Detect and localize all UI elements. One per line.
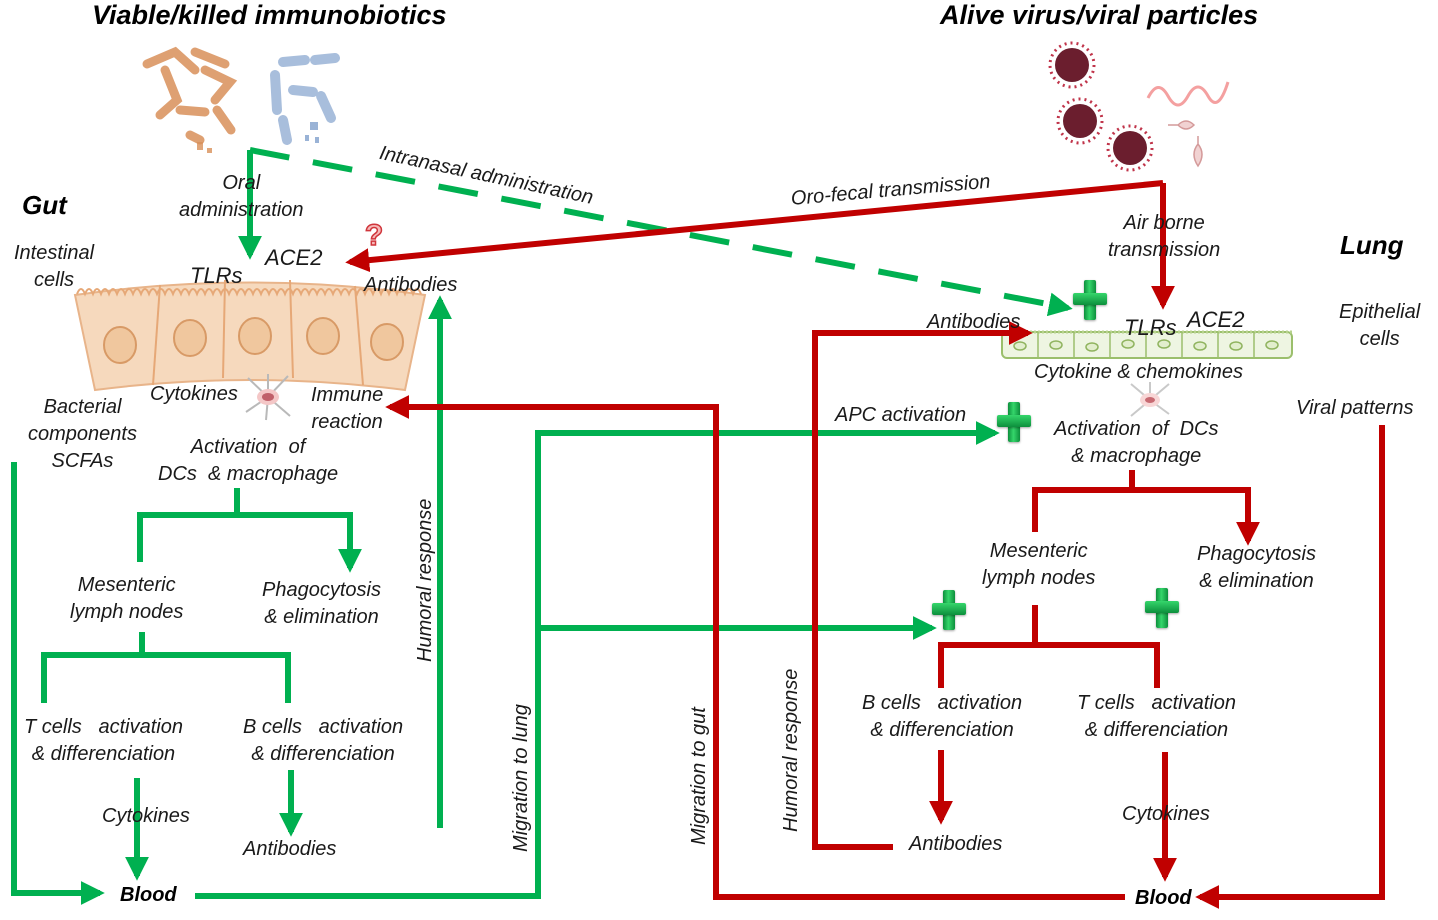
lung-tcells-label: T cells activation & differenciation (1077, 692, 1236, 741)
epithelial-cells-label: Epithelial cells (1339, 301, 1421, 350)
gut-lymph-branch (41, 632, 145, 703)
virus-particle-icon (1048, 41, 1096, 89)
lung-antibodies-label: Antibodies (927, 311, 1021, 333)
gut-section-label: Gut (22, 190, 67, 220)
plus-icon (997, 402, 1031, 442)
svg-text:?: ? (365, 219, 383, 250)
gut-cytokines-bottom-label: Cytokines (102, 805, 190, 827)
viral-rna-icon (1146, 81, 1230, 107)
gut-mesenteric-label: Mesenteric lymph nodes (70, 574, 184, 623)
gut-bcell-branch (142, 652, 291, 703)
lung-phagocytosis-arrow (1132, 487, 1260, 546)
gut-dc-branch (137, 488, 240, 562)
gut-antibodies-label: Antibodies (364, 274, 458, 296)
gut-ace2-label: ACE2 (265, 245, 323, 270)
gut-tlrs-label: TLRs (190, 263, 243, 288)
plus-icon (932, 590, 966, 630)
lung-phagocytosis-label: Phagocytosis & elimination (1197, 543, 1316, 592)
plus-icon (1145, 588, 1179, 628)
gut-antibodies-bottom-label: Antibodies (243, 838, 337, 860)
gut-bcells-label: B cells activation & differenciation (243, 716, 404, 765)
lung-cytokines-bottom-label: Cytokines (1122, 803, 1210, 825)
orofecal-route-arrow (345, 180, 1164, 273)
lung-bcells-label: B cells activation & differenciation (862, 692, 1023, 741)
lung-antibodies-bottom-label: Antibodies (909, 833, 1003, 855)
viral-protein-icon (1168, 120, 1196, 130)
lung-lymph-branch (938, 605, 1038, 688)
gut-activation-label: Activation of DCs & macrophage (158, 436, 339, 485)
gut-phagocytosis-label: Phagocytosis & elimination (262, 579, 381, 628)
lung-tcell-branch (1035, 642, 1160, 688)
viral-patterns-label: Viral patterns (1296, 397, 1414, 419)
lung-tlrs-label: TLRs (1124, 315, 1177, 340)
migration-to-gut-path (385, 395, 1125, 900)
dendritic-cell-icon (245, 374, 291, 421)
virus-particle-icon (1106, 124, 1154, 172)
lung-ace2-label: ACE2 (1187, 307, 1245, 332)
lung-activation-label: Activation of DCs & macrophage (1054, 418, 1219, 467)
dendritic-cell-icon (1130, 382, 1170, 417)
virus-title: Alive virus/viral particles (940, 0, 1259, 30)
oral-administration-label: Oral administration (179, 172, 304, 221)
plus-icon (1073, 280, 1107, 320)
apc-activation-label: APC activation (835, 404, 967, 426)
intestinal-epithelium-illustration (73, 279, 427, 392)
migration-to-lung-path (195, 421, 1000, 899)
bacterial-components-label: Bacterial components SCFAs (28, 396, 137, 472)
lung-blood-label: Blood (1135, 887, 1192, 909)
bacteria-illustration (142, 46, 340, 153)
gut-phagocytosis-arrow (237, 512, 362, 573)
cytokine-chemokines-label: Cytokine & chemokines (1034, 361, 1243, 383)
virus-illustration (1048, 41, 1230, 172)
lung-humoral-response-label: Humoral response (780, 668, 802, 832)
lung-section-label: Lung (1340, 230, 1404, 260)
gut-cytokines-label: Cytokines (150, 383, 238, 405)
airborne-transmission-label: Air borne transmission (1108, 212, 1221, 261)
viral-protein-icon (1193, 136, 1203, 168)
lung-mesenteric-label: Mesenteric lymph nodes (982, 540, 1096, 589)
lung-epithelium-illustration (1001, 330, 1293, 359)
gut-blood-label: Blood (120, 884, 177, 906)
gut-humoral-response-label: Humoral response (414, 498, 436, 662)
lung-dc-branch (1032, 470, 1135, 532)
gut-tcells-label: T cells activation & differenciation (24, 716, 183, 765)
immune-reaction-label: Immune reaction (311, 384, 384, 433)
lung-humoral-arrow (812, 321, 1033, 850)
question-mark-icon: ? (364, 218, 384, 250)
intestinal-cells-label: Intestinal cells (14, 242, 95, 291)
virus-particle-icon (1056, 97, 1104, 145)
viral-patterns-blood-arrow (1195, 425, 1385, 909)
migration-to-lung-label: Migration to lung (510, 704, 532, 852)
migration-to-gut-label: Migration to gut (688, 707, 710, 845)
bacterial-to-blood-arrow (11, 462, 105, 905)
immunobiotics-title: Viable/killed immunobiotics (92, 0, 447, 30)
